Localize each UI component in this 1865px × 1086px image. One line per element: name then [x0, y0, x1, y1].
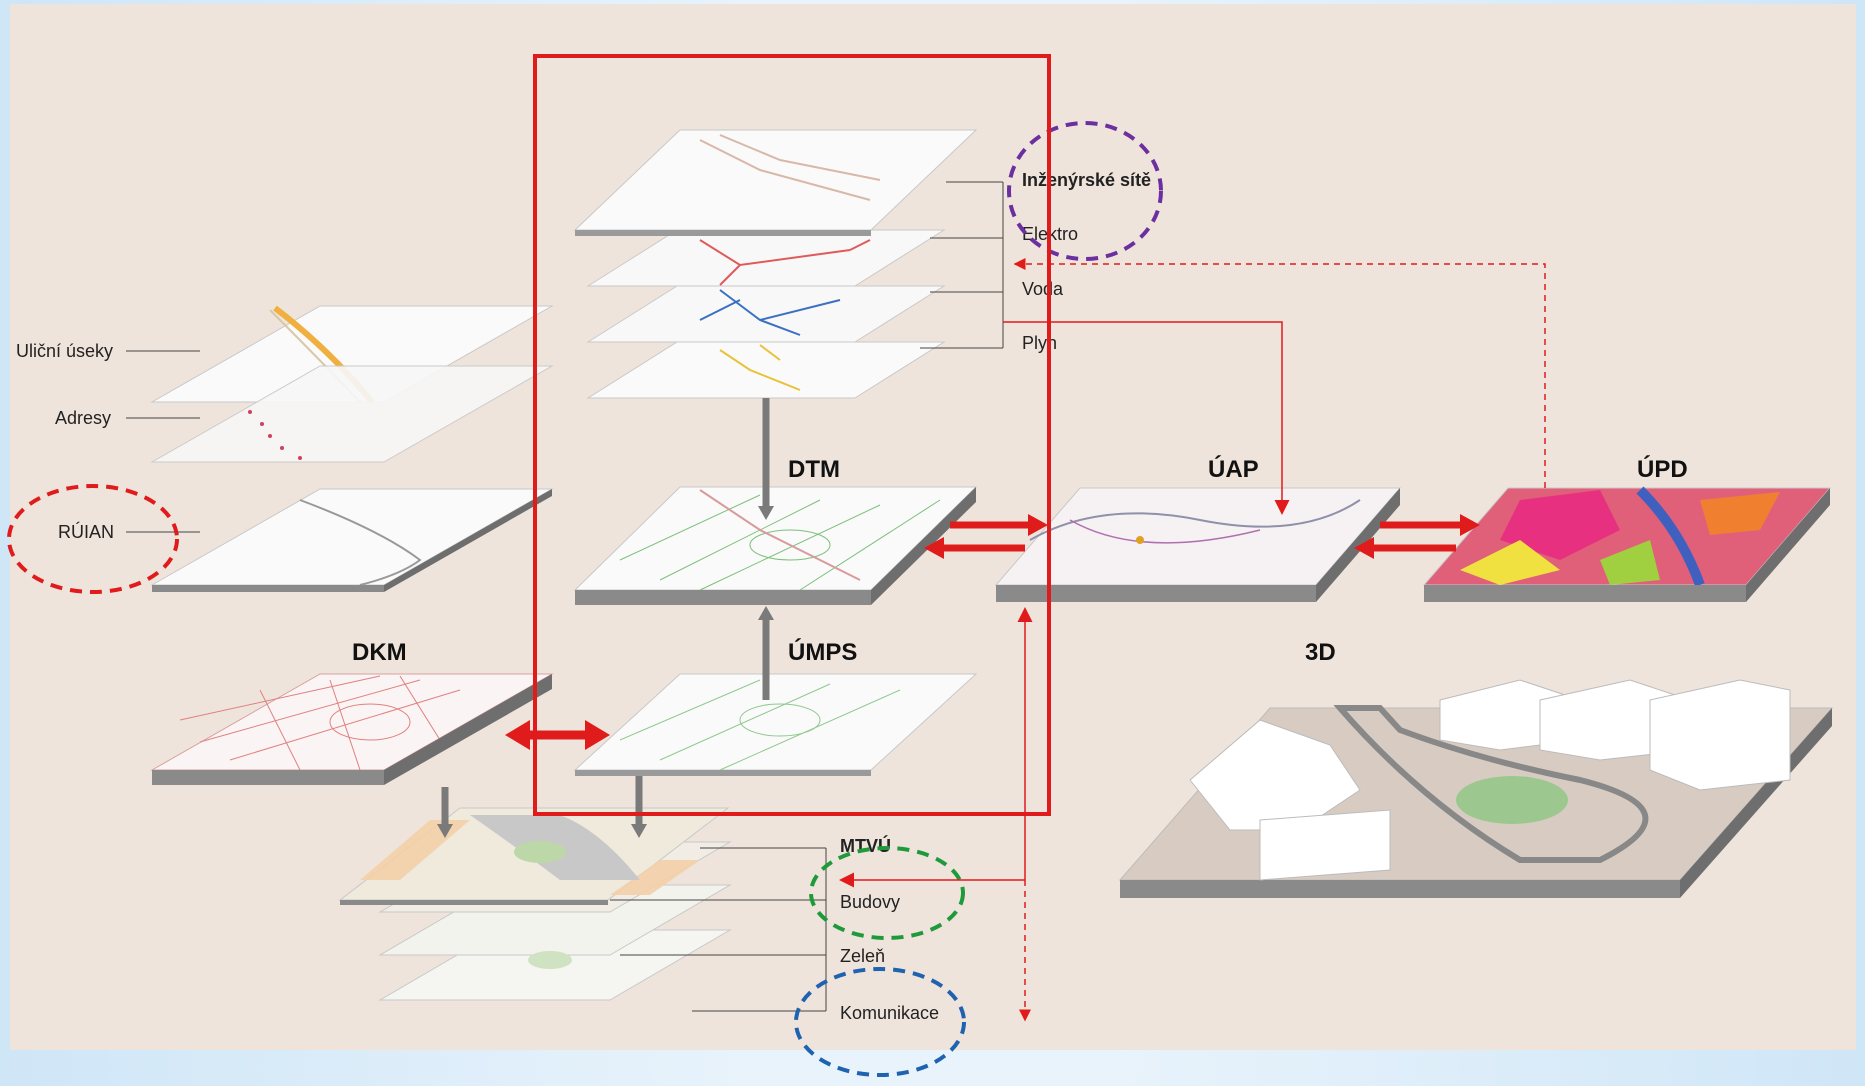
line-plyn-uap [1003, 321, 1290, 515]
mtvu-green [514, 841, 566, 863]
umps-layer: ÚMPS [573, 638, 978, 776]
label-komunikace: Komunikace [840, 1003, 939, 1023]
umps-parcels [619, 679, 901, 771]
title-uap: ÚAP [1208, 455, 1259, 483]
uap-layer: ÚAP [994, 455, 1402, 602]
mtvu-edge [340, 900, 608, 905]
dkm-edge-side [384, 674, 552, 785]
label-ruian: RÚIAN [58, 521, 114, 542]
mtvu-stack: MTVÚ Budovy Zeleň Komunikace [338, 807, 966, 1077]
label-adresy: Adresy [55, 408, 111, 428]
dkm-parcels [179, 675, 461, 771]
voda-lines [699, 289, 841, 336]
mtvu-parcel-1 [360, 820, 470, 880]
elektro-lines [699, 239, 871, 286]
dtm-parcels [619, 494, 941, 591]
arrow-dkm-umps-head-l [505, 720, 530, 750]
uap-route [1029, 499, 1361, 541]
label-ulicni-useky: Uliční úseky [16, 341, 113, 361]
title-3d: 3D [1305, 639, 1336, 666]
upd-zone-1 [1500, 490, 1620, 560]
address-points [248, 410, 302, 460]
arrow-dkm-umps-head-r [585, 720, 610, 750]
arrow-upd-uap-lower-head [1354, 537, 1374, 559]
title-dtm: DTM [788, 456, 840, 483]
label-mtvu: MTVÚ [840, 835, 891, 856]
left-stack: Uliční úseky Adresy RÚIAN [7, 305, 554, 594]
upd-edge [1424, 585, 1746, 602]
title-upd: ÚPD [1637, 455, 1688, 483]
site-lines [699, 134, 881, 201]
layer-voda [586, 285, 946, 343]
highlight-frame [533, 54, 1051, 816]
layer-adresy [150, 365, 554, 463]
ruian-edge [152, 585, 384, 592]
arrow-dtm-uap-upper-head [1028, 514, 1048, 536]
label-zelen: Zeleň [840, 946, 885, 966]
uap-boundary [1069, 519, 1261, 544]
budovy-highlight-circle [809, 846, 965, 940]
connector-umps-dtm-head [758, 606, 774, 620]
connector-dkm-mtvu-head [437, 824, 453, 838]
upd-zone-4 [1600, 540, 1660, 585]
dtm-street [699, 489, 861, 581]
three-d-model: 3D [1118, 639, 1834, 898]
uap-marker [1136, 536, 1144, 544]
label-plyn: Plyn [1022, 333, 1057, 353]
uap-edge-side [1316, 488, 1400, 602]
thin-red-connectors [839, 258, 1546, 1022]
plyn-lines [719, 344, 801, 391]
three-d-green [1456, 776, 1568, 824]
upd-edge-side [1746, 488, 1830, 602]
site-edge [575, 230, 871, 236]
arrow-uap-upd-upper-head [1460, 514, 1480, 536]
umps-edge [575, 770, 871, 776]
title-umps: ÚMPS [788, 638, 857, 666]
title-dkm: DKM [352, 639, 407, 666]
ruian-highlight-circle [7, 484, 179, 594]
layer-elektro [586, 229, 946, 287]
arrow-uap-dtm-lower-head [924, 537, 944, 559]
red-double-arrows [505, 514, 1480, 750]
three-d-buildings [1189, 679, 1791, 881]
dtm-edge [575, 590, 871, 605]
upd-zone-3 [1700, 492, 1780, 535]
upd-zone-2 [1460, 540, 1560, 585]
inzenyrske-highlight-circle [1007, 121, 1163, 261]
dtm-edge-side [871, 487, 976, 605]
upd-river [1636, 486, 1705, 587]
dkm-edge [152, 770, 384, 785]
connector-site-dtm-head [758, 506, 774, 520]
dtm-layer: DTM [573, 456, 978, 605]
label-inzenyrske-site: Inženýrské sítě [1022, 170, 1151, 190]
upd-layer: ÚPD [1422, 455, 1832, 602]
line-upd-elektro [1013, 258, 1546, 488]
gray-connectors [437, 398, 774, 838]
komunikace-highlight-circle [794, 967, 966, 1077]
label-voda: Voda [1022, 279, 1064, 299]
zelen-patch [528, 951, 572, 969]
three-d-edge-side [1680, 708, 1832, 898]
three-d-edge [1120, 880, 1680, 898]
label-budovy: Budovy [840, 892, 900, 912]
three-d-road [1333, 705, 1649, 863]
ruian-edge-side [384, 489, 552, 592]
dkm-layer: DKM [150, 639, 554, 785]
connector-umps-mtvu-head [631, 824, 647, 838]
uap-edge [996, 585, 1316, 602]
mtvu-parcel-2 [610, 860, 700, 895]
ruian-street [299, 499, 422, 586]
networks-stack: Inženýrské sítě Elektro Voda Plyn [573, 121, 1163, 399]
